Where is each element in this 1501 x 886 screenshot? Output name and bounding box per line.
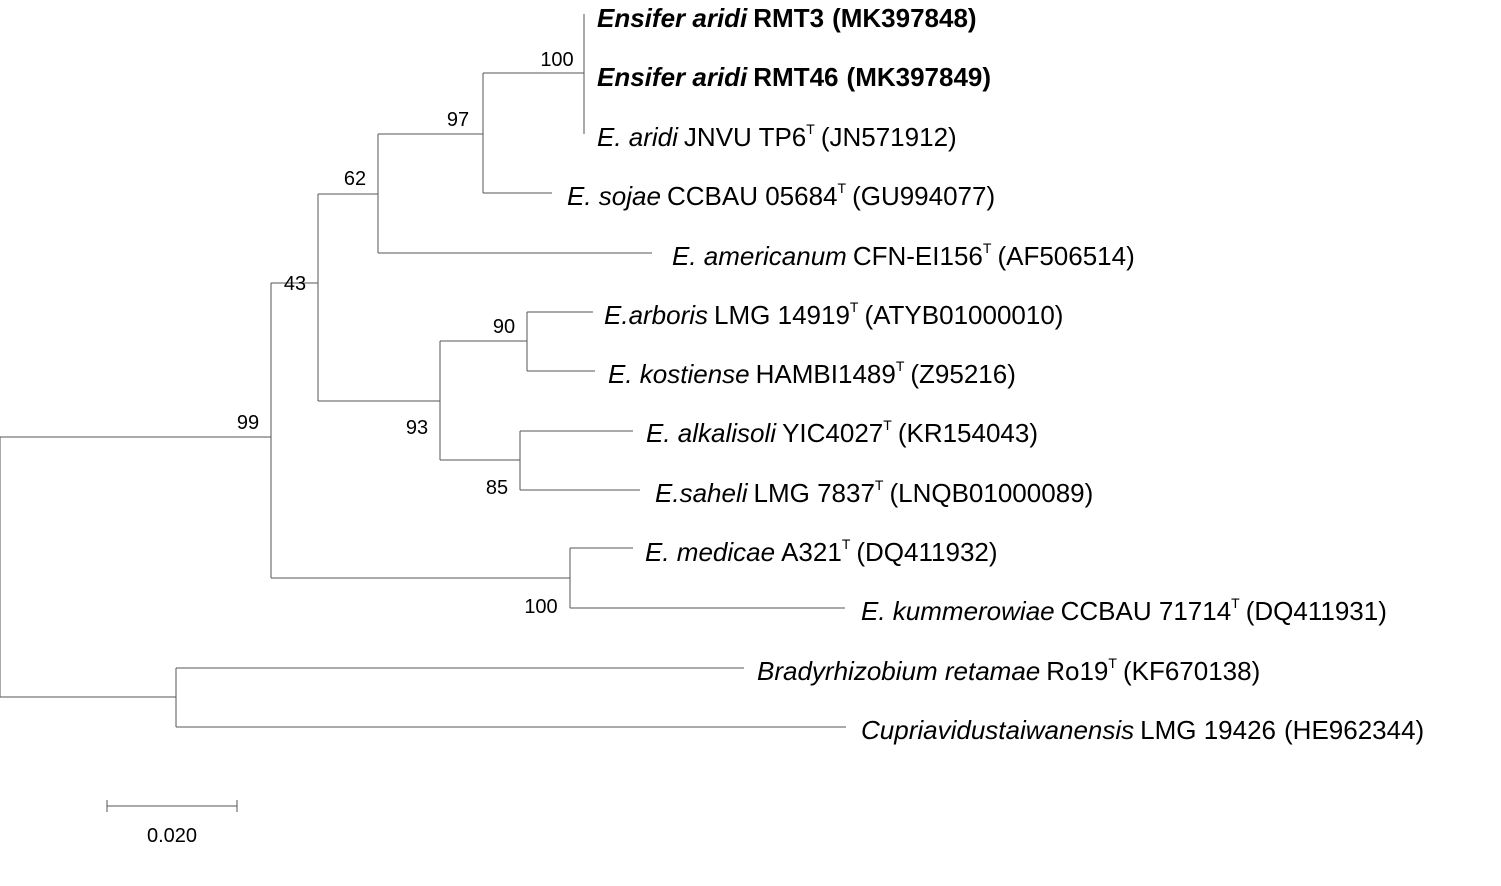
strain-name: Ro19 xyxy=(1046,656,1108,686)
type-strain-marker: T xyxy=(806,121,815,137)
strain-name: YIC4027 xyxy=(782,418,883,448)
accession-number: (GU994077) xyxy=(852,181,995,211)
bootstrap-value: 100 xyxy=(524,596,557,618)
strain-name: JNVU TP6 xyxy=(684,122,806,152)
species-name: E.arboris xyxy=(604,300,708,330)
species-name: Bradyrhizobium retamae xyxy=(757,656,1040,686)
accession-number: (AF506514) xyxy=(997,241,1134,271)
bootstrap-value: 99 xyxy=(237,412,259,434)
type-strain-marker: T xyxy=(896,358,905,374)
species-name: E. alkalisoli xyxy=(646,418,777,448)
species-name: E. medicae xyxy=(645,537,775,567)
species-name: E. kummerowiae xyxy=(861,596,1055,626)
type-strain-marker: T xyxy=(1231,595,1240,611)
type-strain-marker: T xyxy=(838,180,847,196)
accession-number: (MK397848) xyxy=(832,3,977,33)
species-name: E. americanum xyxy=(672,241,847,271)
bootstrap-value: 100 xyxy=(540,49,573,71)
accession-number: (LNQB01000089) xyxy=(889,478,1093,508)
bootstrap-value: 93 xyxy=(406,417,428,439)
accession-number: (KF670138) xyxy=(1123,656,1260,686)
strain-name: CFN-EI156 xyxy=(853,241,983,271)
species-name: Ensifer aridi xyxy=(597,62,748,92)
bootstrap-value: 62 xyxy=(344,168,366,190)
strain-name: LMG 19426 xyxy=(1140,715,1276,745)
type-strain-marker: T xyxy=(842,536,851,552)
strain-name: A321 xyxy=(781,537,842,567)
accession-number: (DQ411931) xyxy=(1246,596,1387,626)
type-strain-marker: T xyxy=(983,240,992,256)
accession-number: (JN571912) xyxy=(821,122,957,152)
bootstrap-value: 97 xyxy=(447,109,469,131)
scale-bar-label: 0.020 xyxy=(147,825,197,847)
bootstrap-values: 100 97 62 43 90 93 85 100 99 xyxy=(237,49,574,618)
bootstrap-value: 85 xyxy=(486,477,508,499)
type-strain-marker: T xyxy=(850,299,859,315)
tree-branches xyxy=(0,14,846,728)
scale-bar: 0.020 xyxy=(106,800,238,847)
accession-number: (ATYB01000010) xyxy=(864,300,1063,330)
bootstrap-value: 90 xyxy=(493,316,515,338)
strain-name: RMT46 xyxy=(753,62,838,92)
strain-name: CCBAU 05684 xyxy=(667,181,838,211)
strain-name: LMG 7837 xyxy=(754,478,875,508)
species-name: E. sojae xyxy=(567,181,661,211)
species-name: E.saheli xyxy=(655,478,749,508)
accession-number: (MK397849) xyxy=(847,62,992,92)
accession-number: (Z95216) xyxy=(910,359,1016,389)
strain-name: HAMBI1489 xyxy=(756,359,896,389)
type-strain-marker: T xyxy=(875,477,884,493)
strain-name: LMG 14919 xyxy=(714,300,850,330)
species-name: Ensifer aridi xyxy=(597,3,748,33)
species-name: Cupriavidustaiwanensis xyxy=(861,715,1134,745)
accession-number: (KR154043) xyxy=(898,418,1038,448)
type-strain-marker: T xyxy=(883,417,892,433)
accession-number: (DQ411932) xyxy=(856,537,997,567)
type-strain-marker: T xyxy=(1108,655,1117,671)
bootstrap-value: 43 xyxy=(284,273,306,295)
strain-name: RMT3 xyxy=(753,3,824,33)
strain-name: CCBAU 71714 xyxy=(1061,596,1232,626)
accession-number: (HE962344) xyxy=(1284,715,1424,745)
species-name: E. aridi xyxy=(597,122,679,152)
species-name: E. kostiense xyxy=(608,359,750,389)
